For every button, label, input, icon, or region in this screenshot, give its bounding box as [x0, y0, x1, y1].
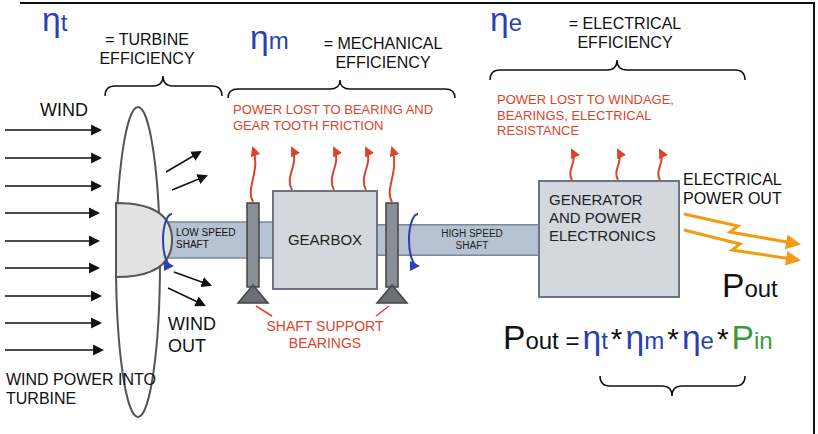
- formula-term: Pout =: [503, 318, 579, 358]
- shaft-bearing: [386, 203, 398, 287]
- box-text: GENERATOR AND POWER ELECTRONICS: [549, 191, 669, 245]
- loss-arrow: [390, 148, 395, 202]
- wind-out-arrow: [172, 176, 206, 190]
- wind-arrow: [5, 349, 102, 351]
- shaft-label: HIGH SPEED SHAFT: [431, 228, 513, 252]
- shaft-outline: [378, 224, 538, 256]
- leader-line: [256, 306, 272, 316]
- high-speed-shaft: [378, 226, 538, 255]
- loss-arrow: [616, 150, 619, 180]
- definition-text: = ELECTRICAL EFFICIENCY: [530, 14, 720, 52]
- efficiency-symbol: ηm: [250, 18, 289, 58]
- shaft-label: LOW SPEED SHAFT: [176, 227, 244, 251]
- bearing-label: SHAFT SUPPORT BEARINGS: [255, 318, 395, 352]
- shaft-bearing: [247, 203, 259, 287]
- gearbox-box: GEARBOX: [272, 190, 378, 290]
- loss-note: POWER LOST TO BEARING AND GEAR TOOTH FRI…: [233, 102, 465, 133]
- rotation-arrow: [409, 214, 418, 266]
- loss-arrow: [658, 150, 661, 180]
- efficiency-symbol: ηt: [42, 0, 67, 40]
- wind-arrows: [5, 130, 102, 350]
- wind-power-label: WIND POWER INTO TURBINE: [6, 370, 166, 408]
- power-bolt: [684, 230, 798, 260]
- wind-out-arrow: [168, 288, 204, 305]
- definition-text: = TURBINE EFFICIENCY: [72, 30, 222, 68]
- formula-term: Pin: [732, 318, 773, 358]
- formula-operator: *: [717, 321, 729, 357]
- frame-line: [20, 3, 814, 434]
- brace: [600, 376, 745, 396]
- wind-arrow: [5, 240, 98, 242]
- brace: [490, 60, 745, 80]
- loss-arrow: [290, 148, 295, 190]
- wind-label: WIND: [40, 100, 88, 122]
- definition-text: = MECHANICAL EFFICIENCY: [288, 34, 478, 72]
- wind-arrow: [5, 295, 100, 297]
- bearing-base: [377, 285, 407, 303]
- generator-box: GENERATOR AND POWER ELECTRONICS: [538, 180, 680, 298]
- efficiency-symbol: ηe: [490, 0, 522, 40]
- bearing-base: [238, 285, 268, 303]
- loss-arrow: [364, 148, 369, 190]
- formula: Pout =ηt*ηm*ηe*Pin: [503, 318, 776, 358]
- wind-arrow: [5, 267, 98, 269]
- output-label: ELECTRICAL POWER OUT: [683, 170, 811, 208]
- wind-out-label: WIND OUT: [168, 314, 230, 357]
- turbine-hub: [116, 203, 172, 277]
- leader-line: [376, 306, 389, 316]
- power-bolt: [684, 214, 798, 244]
- wind-arrow: [5, 322, 100, 324]
- loss-arrow: [332, 148, 337, 190]
- formula-term: ηm: [626, 318, 665, 358]
- formula-operator: *: [667, 321, 679, 357]
- loss-arrow: [251, 148, 256, 202]
- wind-out-arrow: [174, 272, 210, 285]
- loss-note: POWER LOST TO WINDAGE, BEARINGS, ELECTRI…: [497, 92, 712, 139]
- box-text: GEARBOX: [288, 231, 362, 249]
- power-symbol: Pout: [722, 266, 778, 306]
- brace: [228, 80, 455, 98]
- wind-arrow: [5, 185, 100, 187]
- formula-term: ηt: [582, 318, 607, 358]
- wind-arrow: [5, 129, 100, 131]
- formula-operator: *: [611, 321, 623, 357]
- formula-term: ηe: [682, 318, 714, 358]
- brace: [105, 76, 222, 96]
- loss-arrow: [570, 150, 573, 180]
- rotation-arrow: [163, 214, 172, 266]
- wind-arrow: [5, 212, 98, 214]
- wind-arrow: [5, 157, 100, 159]
- wind-out-arrow: [166, 152, 200, 172]
